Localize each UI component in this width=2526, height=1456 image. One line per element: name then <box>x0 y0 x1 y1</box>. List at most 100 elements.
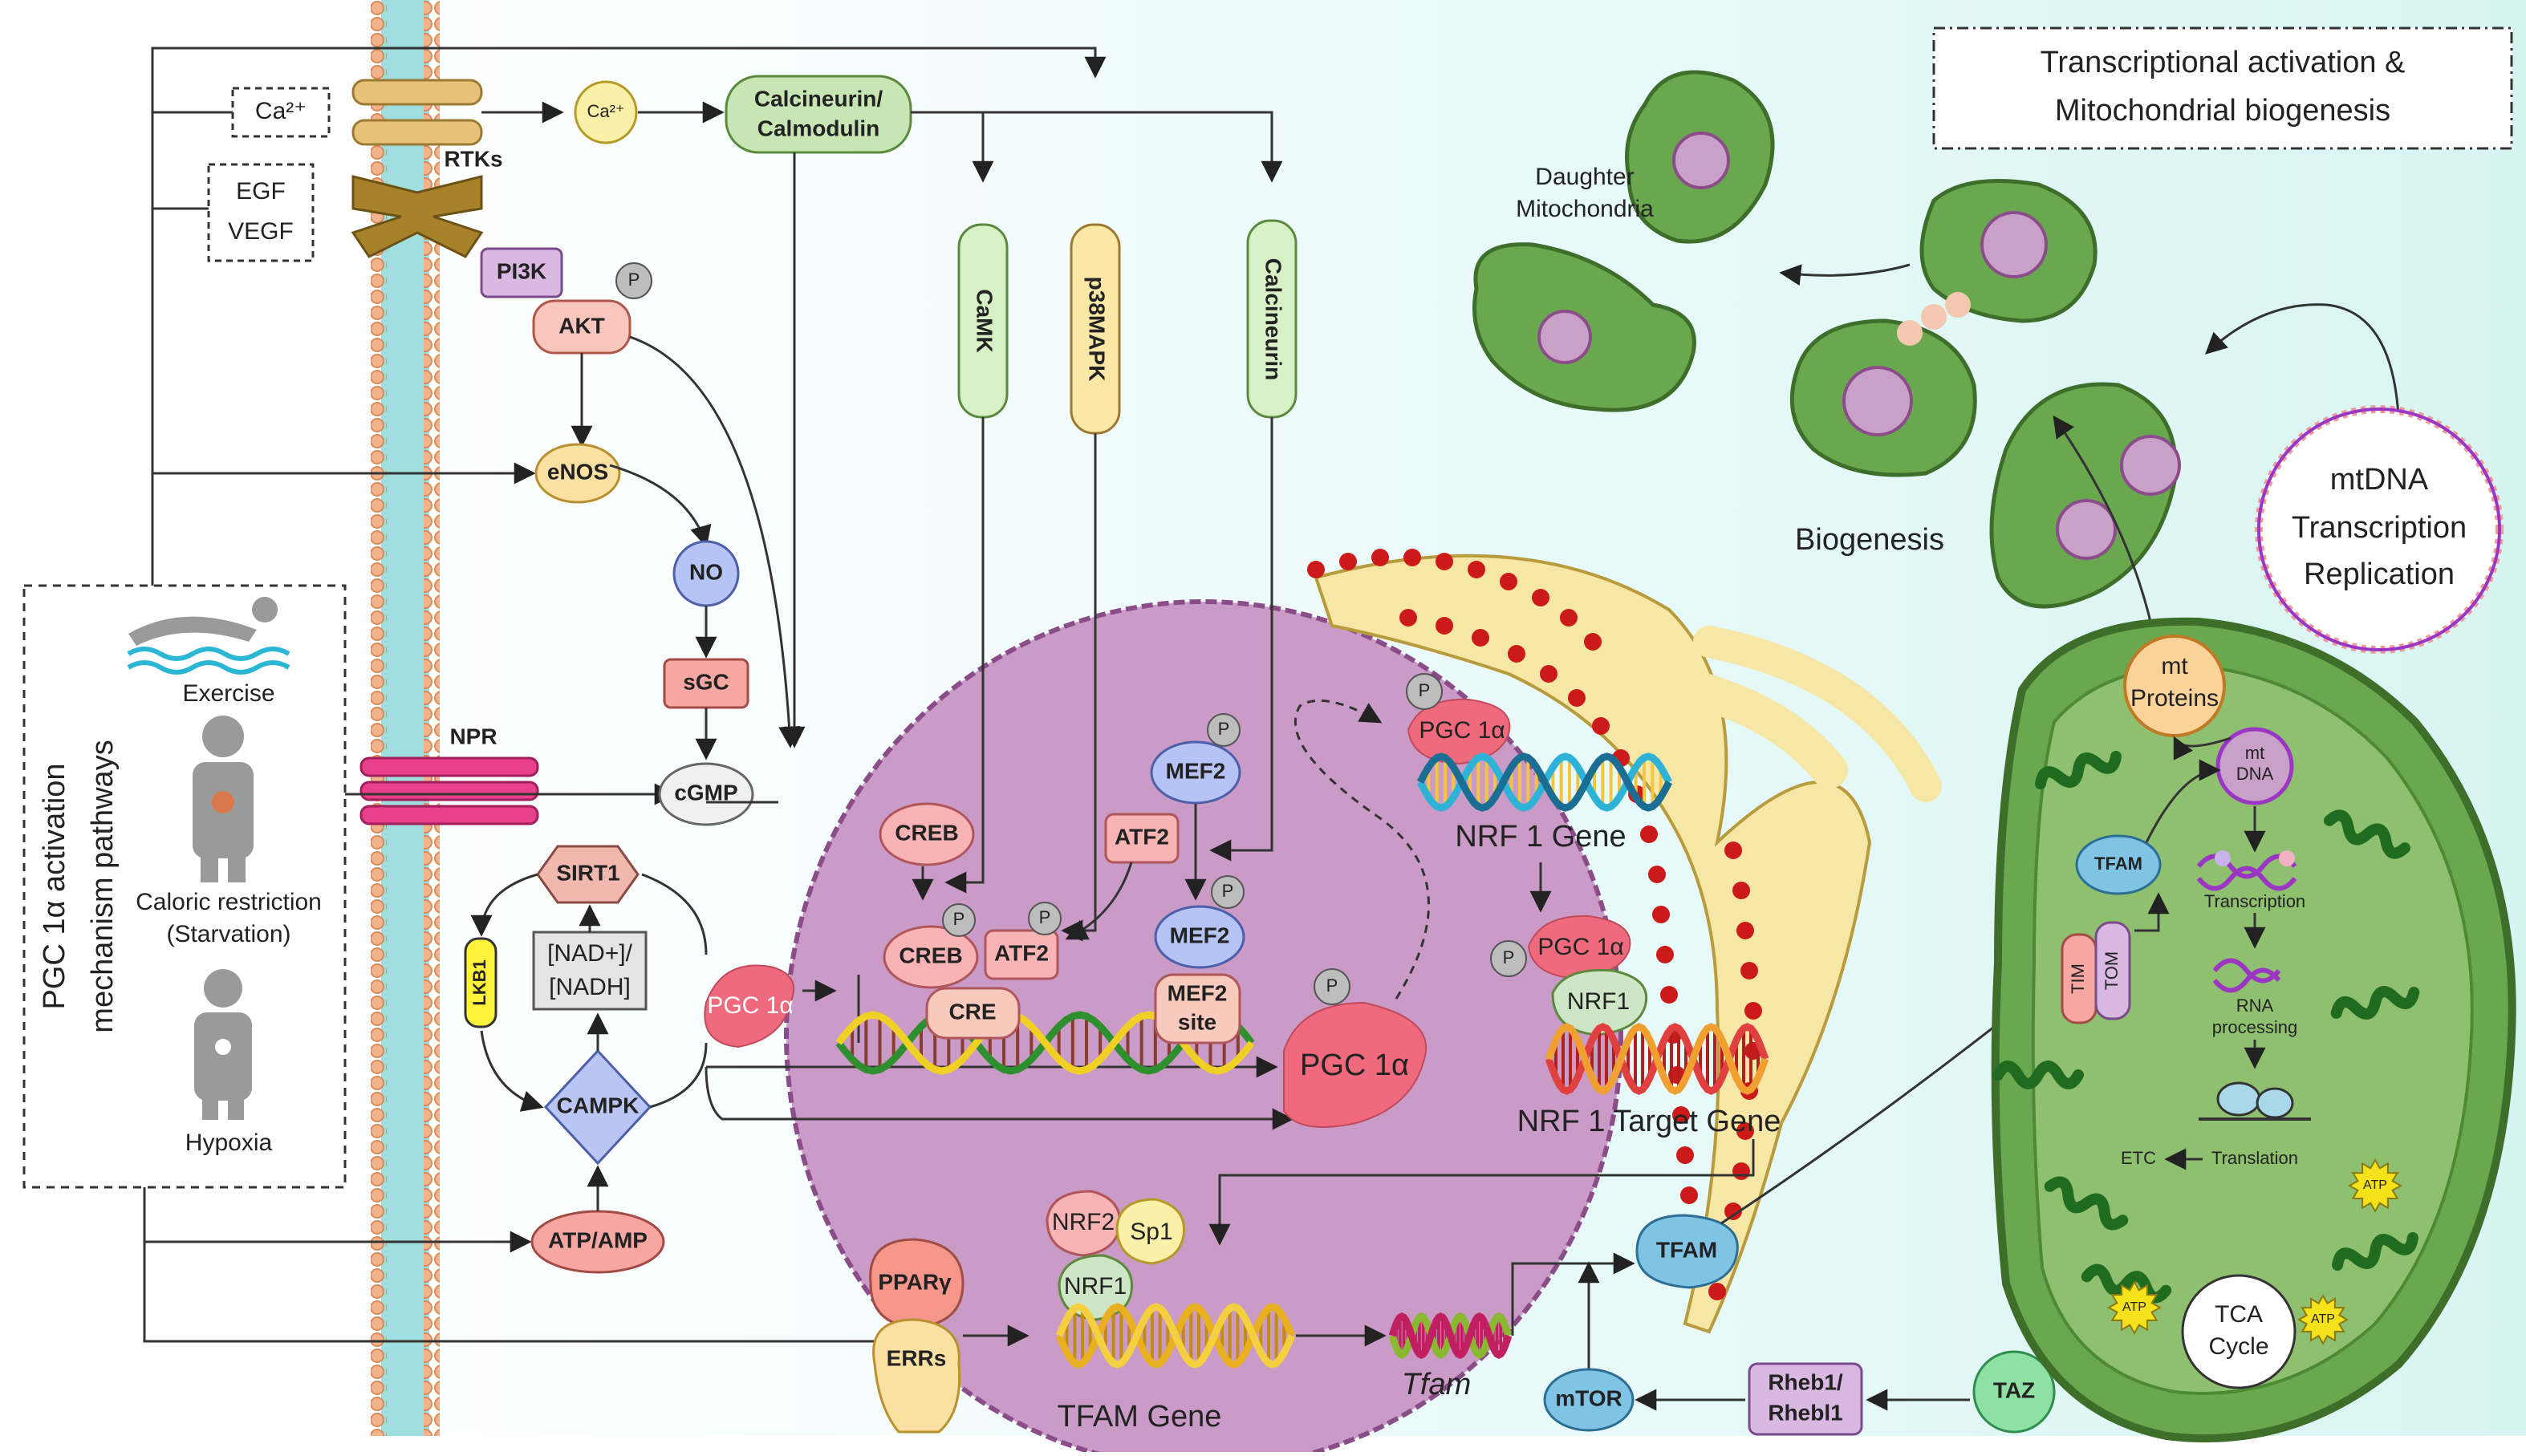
sp1-protein <box>1115 1198 1186 1265</box>
growth-factor-box <box>207 163 315 262</box>
creb-label-1: CREB <box>895 820 958 845</box>
phospho-atf2-label: P <box>1039 907 1051 927</box>
rna-processing-label-2: processing <box>2212 1017 2297 1037</box>
biogenesis-label: Biogenesis <box>1795 523 1944 557</box>
translation-label: Translation <box>2211 1148 2298 1168</box>
tfam-mrna <box>1388 1312 1513 1360</box>
activation-panel: PGC 1α activation mechanism pathways Exe… <box>22 584 347 1189</box>
p38mapk-label: p38MAPK <box>1085 277 1110 382</box>
nad-label-1: [NAD+]/ <box>547 940 633 967</box>
phospho-atf2 <box>1028 902 1062 935</box>
swimmer-icon <box>127 597 290 675</box>
mtdna-node-label-1: mt <box>2245 743 2264 763</box>
ca-input-label: Ca²⁺ <box>255 98 307 124</box>
nrf1-b-label: NRF1 <box>1064 1273 1127 1300</box>
rheb-node <box>1748 1362 1863 1436</box>
pgc1a-nrf1-label: PGC 1α <box>1419 717 1505 744</box>
pi3k-node <box>480 247 563 298</box>
cgmp-label: cGMP <box>674 780 737 805</box>
mtdna-label-3: Replication <box>2304 558 2455 591</box>
npr-label: NPR <box>449 724 497 748</box>
phospho-mef2-1 <box>1207 713 1241 747</box>
mt-proteins-label-2: Proteins <box>2130 685 2219 712</box>
tca-label-2: Cycle <box>2208 1333 2268 1360</box>
mito-tfam-label: TFAM <box>2094 854 2142 874</box>
mtor-node <box>1543 1368 1635 1432</box>
phospho-pgc-large-label: P <box>1326 975 1338 996</box>
sp1-label: Sp1 <box>1130 1219 1172 1245</box>
sirt1-label: SIRT1 <box>556 860 619 885</box>
tfam-gene-label: TFAM Gene <box>1058 1400 1222 1434</box>
calcineurin-calmodulin-node <box>725 75 912 154</box>
phospho-akt-label: P <box>628 270 640 290</box>
pgc1a-small <box>704 964 794 1048</box>
calcineurin-branches <box>783 111 1283 748</box>
phospho-mef2-2 <box>1211 875 1245 909</box>
phospho-pgc-nrf1 <box>1406 673 1443 710</box>
ribosome-translation-icon <box>2199 1081 2311 1121</box>
phospho-akt <box>615 262 652 299</box>
dividing-mitochondria <box>1789 179 2181 609</box>
mef2-node-1 <box>1150 740 1241 805</box>
phospho-pgc-target <box>1490 940 1527 977</box>
tfam-label: TFAM <box>1656 1237 1717 1262</box>
ca-input-box <box>231 87 331 138</box>
calcium-ion-label: Ca²⁺ <box>587 101 624 121</box>
cre-node <box>925 987 1021 1040</box>
calcineurin-calmodulin-label-1: Calcineurin/ <box>754 86 883 111</box>
ppar-label: PPARγ <box>878 1269 952 1294</box>
cgmp-node <box>658 762 754 826</box>
pgc1a-small-label: PGC 1α <box>707 992 793 1019</box>
caloric-label-1: Caloric restriction <box>136 889 322 915</box>
mt-proteins-label-1: mt <box>2161 653 2188 679</box>
atf2-label-1: ATF2 <box>1115 824 1169 849</box>
tfam-protein <box>1635 1214 1739 1289</box>
enos-label: eNOS <box>547 459 608 484</box>
calcium-channel <box>351 79 483 146</box>
mito-transcription-icon <box>2196 850 2297 891</box>
creb-node-1 <box>879 802 975 866</box>
pgc1a-large-label: PGC 1α <box>1300 1048 1409 1082</box>
errs-protein <box>872 1318 961 1434</box>
title-box <box>1932 26 2513 150</box>
tom-node <box>2094 921 2131 1020</box>
pgc1a-large <box>1283 1001 1427 1128</box>
exercise-label: Exercise <box>182 680 274 707</box>
daughter-label-2: Mitochondria <box>1516 196 1654 222</box>
mt-proteins-node <box>2123 635 2226 737</box>
rheb-label-1: Rheb1/ <box>1768 1369 1843 1394</box>
etc-label: ETC <box>2121 1148 2156 1168</box>
mtdna-replication-circle <box>2255 405 2504 654</box>
atf2-node-2 <box>984 929 1059 980</box>
tfam-mrna-label: Tfam <box>1402 1368 1472 1401</box>
pi3k-label: PI3K <box>497 258 546 283</box>
phospho-pgc-large <box>1314 968 1350 1005</box>
mef2-node-2 <box>1154 905 1245 969</box>
atp-label: ATP <box>2363 1178 2387 1192</box>
taz-node <box>1972 1350 2056 1434</box>
mef2-label-2: MEF2 <box>1170 923 1230 947</box>
egf-label: EGF <box>236 178 286 205</box>
tim-label: TIM <box>2068 963 2088 994</box>
nrf2-label: NRF2 <box>1052 1209 1115 1235</box>
mef2-site-node <box>1154 973 1241 1044</box>
mef2-label-1: MEF2 <box>1166 758 1226 783</box>
tom-label: TOM <box>2102 951 2122 990</box>
panel-title-line1: PGC 1α activation <box>38 763 71 1009</box>
daughter-label-1: Daughter <box>1535 164 1634 190</box>
input-lines <box>143 47 1107 1353</box>
panel-title-line2: mechanism pathways <box>86 740 120 1032</box>
daughter-mitochondria <box>1472 70 1775 412</box>
sgc-label: sGC <box>683 669 729 694</box>
calcineurin-label: Calcineurin <box>1261 258 1286 380</box>
tfam-gene-helix <box>1055 1303 1296 1369</box>
phospho-pgc-nrf1-label: P <box>1419 680 1431 700</box>
mef2-site-label-1: MEF2 <box>1168 980 1228 1005</box>
mtor-label: mTOR <box>1555 1385 1622 1410</box>
nrf1-gene-label: NRF 1 Gene <box>1455 820 1626 854</box>
rheb-label-2: Rhebl1 <box>1768 1400 1842 1425</box>
phospho-pgc-target-label: P <box>1503 947 1515 967</box>
person-hypoxia-icon <box>194 969 252 1120</box>
taz-label: TAZ <box>1993 1377 2035 1402</box>
